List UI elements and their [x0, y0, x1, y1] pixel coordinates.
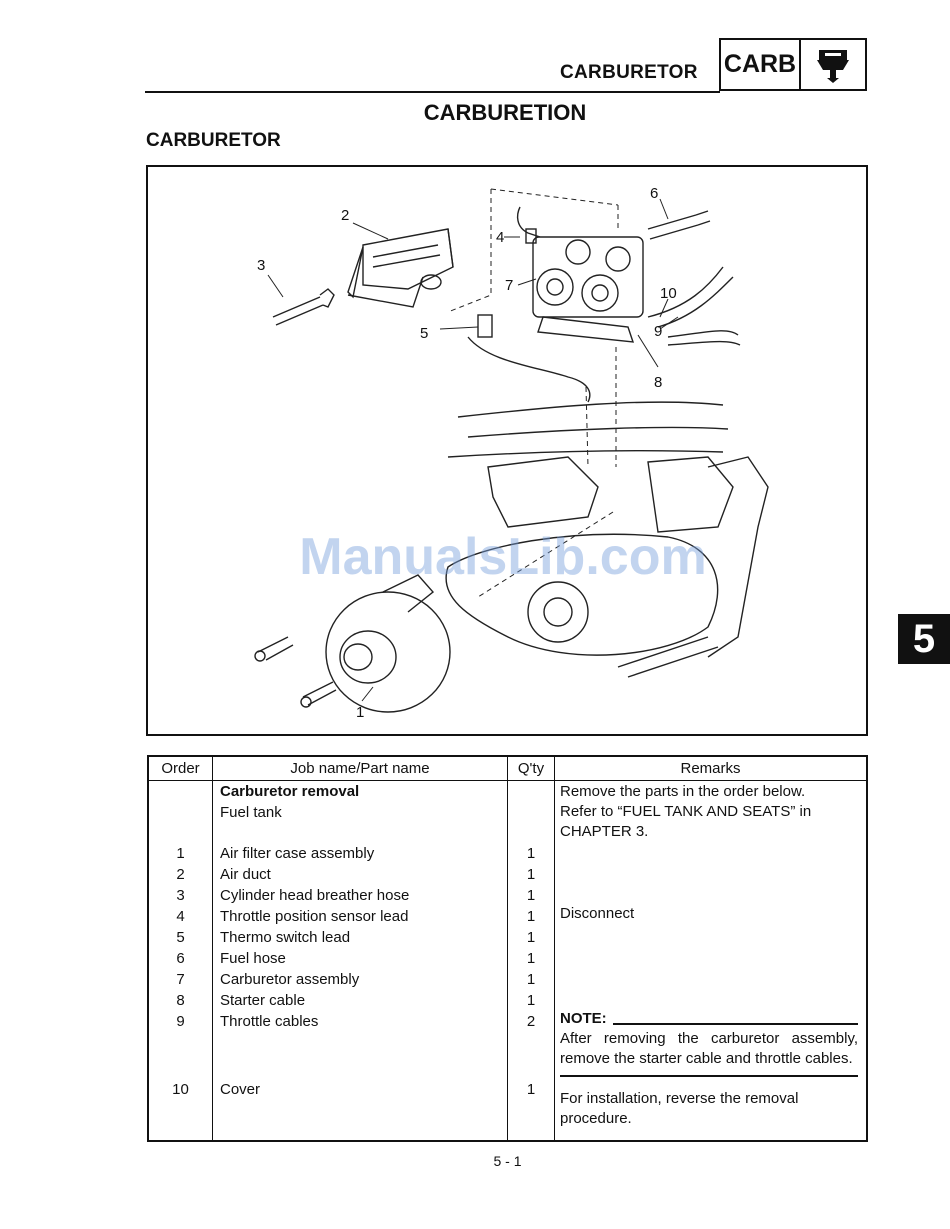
order-cell: 7 [176, 971, 185, 988]
order-cell: 3 [176, 887, 185, 904]
job-cell: Air filter case assembly [220, 845, 375, 862]
job-cell: Starter cable [220, 992, 306, 1009]
job-cell: Cover [220, 1081, 261, 1098]
qty-cell: 1 [526, 971, 536, 988]
chapter-tab: 5 [898, 614, 950, 664]
note-underline [612, 1023, 858, 1025]
callout-9: 9 [654, 323, 663, 340]
job-cell [213, 1032, 507, 1079]
parts-table: Order Job name/Part name Q'ty Remarks 1 … [147, 755, 868, 1142]
job-cell: Thermo switch lead [220, 929, 351, 946]
callout-4: 4 [496, 229, 505, 246]
qty-cell [508, 802, 554, 823]
col-header-remarks: Remarks [554, 755, 868, 781]
remark-install: For installation, reverse the removal pr… [560, 1090, 799, 1127]
qty-cell: 1 [526, 992, 536, 1009]
order-cell [149, 1032, 212, 1079]
job-cell: Throttle position sensor lead [220, 908, 409, 925]
remarks-column: Remove the parts in the order below. Ref… [554, 780, 868, 1141]
remark-spacer [560, 842, 858, 904]
watermark: ManualsLib.com [299, 528, 707, 586]
note-heading: NOTE: [560, 1009, 858, 1029]
remark-disconnect: Disconnect [560, 905, 635, 922]
order-cell: 4 [176, 908, 185, 925]
job-cell: Fuel hose [220, 950, 286, 967]
remark-spacer [560, 924, 858, 1004]
note-text: After removing the carburetor assembly, … [560, 1030, 858, 1067]
job-cell: Cylinder head breather hose [220, 887, 410, 904]
qty-cell [508, 823, 554, 843]
order-cell: 1 [176, 845, 185, 862]
callout-1: 1 [356, 704, 365, 721]
exploded-diagram: 2 3 4 5 6 7 8 9 10 1 ManualsLib.com [146, 165, 868, 736]
order-cell [149, 781, 212, 802]
note-end-rule [560, 1075, 858, 1089]
job-title: Carburetor removal [220, 783, 360, 800]
order-cell [149, 802, 212, 823]
col-header-qty: Q'ty [507, 755, 555, 781]
header-section-title: CARBURETOR [560, 62, 698, 83]
header-code: CARB [721, 40, 801, 89]
header-code-box: CARB [719, 38, 867, 91]
callout-5: 5 [420, 325, 429, 342]
job-cell: Throttle cables [220, 1013, 319, 1030]
note-label: NOTE: [560, 1010, 607, 1027]
qty-cell: 1 [526, 950, 536, 967]
qty-cell: 1 [526, 845, 536, 862]
col-header-order: Order [147, 755, 213, 781]
qty-cell [508, 781, 554, 802]
order-cell: 2 [176, 866, 185, 883]
qty-cell: 1 [526, 866, 536, 883]
qty-cell: 1 [526, 887, 536, 904]
job-column: Carburetor removal Fuel tank Air filter … [212, 780, 508, 1141]
diagram-drawing [254, 188, 769, 713]
remark-refer: Refer to “FUEL TANK AND SEATS” in CHAPTE… [560, 803, 812, 840]
qty-cell [508, 1032, 554, 1079]
callout-2: 2 [341, 207, 350, 224]
order-cell [149, 823, 212, 843]
job-cell: Air duct [220, 866, 271, 883]
job-cell: Fuel tank [220, 804, 282, 821]
qty-cell: 1 [526, 908, 536, 925]
callout-6: 6 [650, 185, 659, 202]
callout-7: 7 [505, 277, 514, 294]
table-body-row: 1 2 3 4 5 6 7 8 9 10 Carburetor removal … [147, 780, 868, 1141]
page-title: CARBURETION [423, 100, 587, 125]
order-cell: 10 [172, 1081, 189, 1098]
job-cell [213, 823, 507, 843]
order-cell: 6 [176, 950, 185, 967]
order-column: 1 2 3 4 5 6 7 8 9 10 [147, 780, 213, 1141]
qty-cell: 2 [526, 1013, 536, 1030]
order-cell: 8 [176, 992, 185, 1009]
page-number: 5 - 1 [493, 1153, 522, 1169]
col-header-job: Job name/Part name [212, 755, 508, 781]
carburetor-icon [801, 40, 865, 89]
header-rule [145, 91, 720, 93]
qty-cell: 1 [526, 929, 536, 946]
remark-intro: Remove the parts in the order below. [560, 783, 806, 800]
order-cell: 9 [176, 1013, 185, 1030]
callout-8: 8 [654, 374, 663, 391]
qty-column: 1 1 1 1 1 1 1 1 2 1 [507, 780, 555, 1141]
section-subtitle: CARBURETOR [146, 130, 281, 151]
table-header-row: Order Job name/Part name Q'ty Remarks [147, 755, 868, 781]
callout-3: 3 [257, 257, 266, 274]
job-cell: Carburetor assembly [220, 971, 360, 988]
callout-10: 10 [660, 285, 677, 302]
qty-cell: 1 [526, 1081, 536, 1098]
order-cell: 5 [176, 929, 185, 946]
